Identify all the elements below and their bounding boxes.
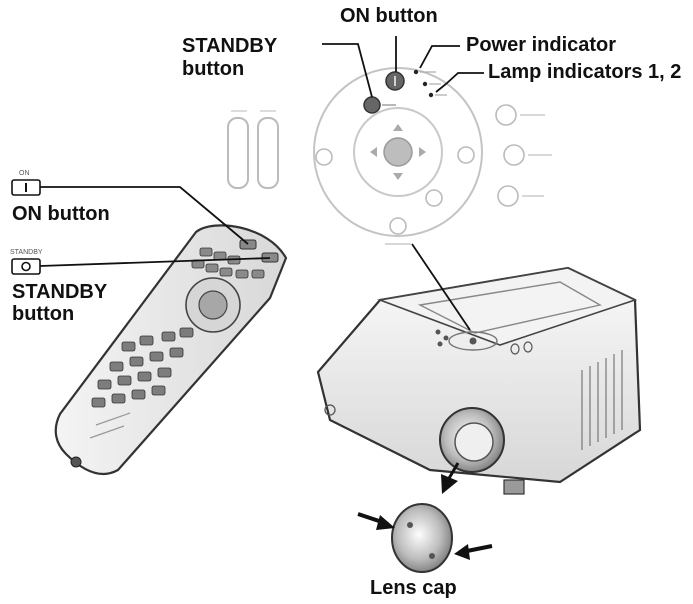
projector bbox=[316, 266, 642, 495]
panel-dpad-ring bbox=[353, 107, 443, 197]
removal-arrow-shaft bbox=[446, 462, 460, 481]
panel-center-button bbox=[383, 137, 413, 167]
callout-standby-top-line1: STANDBY bbox=[182, 35, 278, 57]
callout-on-button-left: ON button bbox=[12, 203, 110, 225]
callout-on-button-top: ON button bbox=[340, 5, 438, 27]
leader-lamp-indicators bbox=[435, 72, 484, 93]
lamp-indicator-1-led bbox=[422, 81, 428, 87]
leader-power-indicator bbox=[419, 45, 460, 69]
lamp-indicator-2-led bbox=[428, 92, 434, 98]
panel-button-undo bbox=[425, 189, 443, 207]
leader-standby-left bbox=[39, 257, 271, 267]
removal-arrow-head bbox=[441, 474, 458, 494]
projector-button bbox=[510, 343, 520, 355]
remote-brand-mark bbox=[95, 412, 131, 426]
panel-button-input1 bbox=[495, 104, 517, 126]
leader-on-left bbox=[40, 186, 249, 245]
projector-button bbox=[523, 341, 533, 353]
remote-on-key bbox=[239, 239, 257, 250]
projector-lens bbox=[454, 422, 494, 462]
panel-button-menu bbox=[457, 146, 475, 164]
projector-button bbox=[435, 329, 441, 335]
projector-top-panel bbox=[417, 281, 602, 334]
projector-foot bbox=[503, 479, 525, 495]
lens-cap bbox=[391, 503, 453, 573]
standby-key-illustration bbox=[11, 258, 41, 275]
projector-button bbox=[437, 341, 443, 347]
panel-dial-ring bbox=[313, 67, 483, 237]
remote-brand-mark bbox=[89, 425, 125, 439]
projector-control-dial bbox=[448, 331, 498, 351]
projector-top bbox=[376, 267, 638, 346]
panel-button-input2 bbox=[503, 144, 525, 166]
remote-joystick bbox=[198, 290, 228, 320]
leader-panel-zoom bbox=[411, 243, 471, 331]
panel-button-keystone bbox=[497, 185, 519, 207]
arrow-left-icon bbox=[370, 147, 377, 157]
panel-slot-left bbox=[227, 117, 249, 189]
panel-button-autosync bbox=[389, 217, 407, 235]
control-panel bbox=[227, 67, 552, 245]
lens-cap-notch bbox=[429, 553, 435, 559]
callout-standby-left-line1: STANDBY bbox=[12, 281, 108, 303]
press-arrow-right-head bbox=[454, 544, 470, 560]
arrow-down-icon bbox=[393, 173, 403, 180]
projector-vents bbox=[581, 350, 623, 450]
lens-cap-notch bbox=[407, 522, 413, 528]
projector-dial-center bbox=[469, 337, 477, 345]
standby-key-glyph-icon bbox=[21, 261, 31, 272]
callout-lens-cap: Lens cap bbox=[370, 577, 457, 599]
leader-lines bbox=[39, 36, 484, 331]
projector-ir-receiver bbox=[324, 404, 336, 416]
callout-standby-left-line2: button bbox=[12, 303, 75, 325]
panel-button-enter bbox=[315, 148, 333, 166]
on-key-caption: ON bbox=[19, 170, 30, 177]
standby-key-caption: STANDBY bbox=[10, 249, 43, 256]
remote-control bbox=[54, 224, 288, 476]
panel-slot-right bbox=[257, 117, 279, 189]
callout-lamp-indicators: Lamp indicators 1, 2 bbox=[488, 61, 682, 83]
callout-power-indicator: Power indicator bbox=[466, 34, 617, 56]
arrow-up-icon bbox=[393, 124, 403, 131]
power-indicator-led bbox=[413, 69, 419, 75]
panel-standby-button bbox=[363, 96, 381, 114]
leader-standby-top bbox=[322, 43, 373, 98]
press-arrow-left-head bbox=[376, 515, 395, 530]
callout-standby-top-line2: button bbox=[182, 58, 245, 80]
projector-button bbox=[443, 335, 449, 341]
remote-keys-numeric bbox=[91, 327, 194, 408]
remote-ir-emitter bbox=[70, 456, 82, 468]
arrow-right-icon bbox=[419, 147, 426, 157]
lens-cap-disc bbox=[391, 503, 453, 573]
